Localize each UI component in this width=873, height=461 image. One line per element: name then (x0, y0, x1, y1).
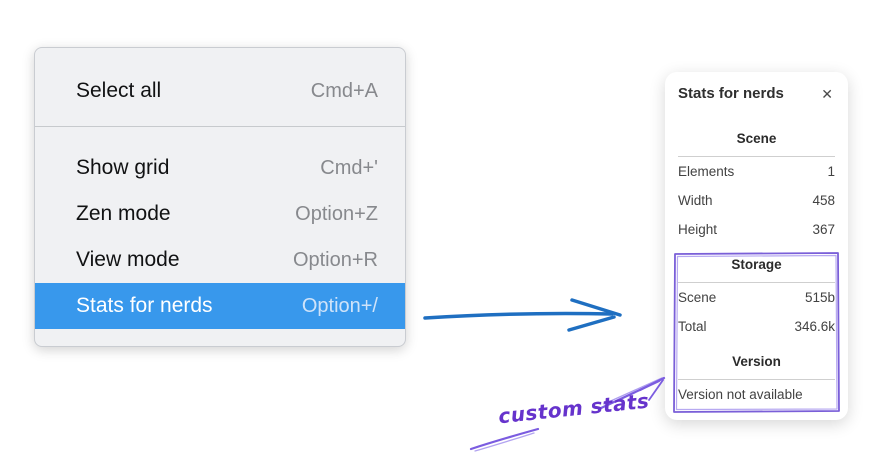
menu-item-label: Zen mode (76, 202, 171, 225)
menu-item-label: Stats for nerds (76, 294, 213, 317)
menu-item-shortcut: Cmd+A (310, 79, 378, 102)
scene-section-heading: Scene (736, 131, 777, 146)
menu-item-view-mode[interactable]: View mode Option+R (35, 237, 405, 283)
menu-item-shortcut: Option+Z (295, 202, 378, 225)
stat-row-storage-scene: Scene 515b (678, 283, 835, 312)
version-section-heading: Version (732, 354, 781, 369)
stat-label: Total (678, 319, 707, 334)
pointer-arrow (423, 298, 622, 332)
stat-row-elements: Elements 1 (678, 157, 835, 186)
menu-item-label: View mode (76, 248, 180, 271)
storage-section-heading: Storage (731, 257, 782, 272)
stats-for-nerds-panel: Stats for nerds ✕ Scene Elements 1 Width… (665, 72, 848, 420)
version-note: Version not available (678, 387, 803, 402)
section-divider (678, 156, 835, 157)
context-menu: Select all Cmd+A Show grid Cmd+' Zen mod… (34, 47, 406, 347)
stat-value: 458 (812, 193, 835, 208)
stat-row-storage-total: Total 346.6k (678, 312, 835, 341)
stat-value: 1 (827, 164, 835, 179)
stat-label: Width (678, 193, 713, 208)
menu-item-shortcut: Option+R (292, 248, 378, 271)
panel-title: Stats for nerds (678, 85, 784, 102)
stat-value: 346.6k (794, 319, 835, 334)
menu-item-show-grid[interactable]: Show grid Cmd+' (35, 145, 405, 191)
stat-label: Scene (678, 290, 717, 305)
menu-item-label: Show grid (76, 156, 170, 179)
menu-item-zen-mode[interactable]: Zen mode Option+Z (35, 191, 405, 237)
menu-item-select-all[interactable]: Select all Cmd+A (35, 68, 405, 114)
menu-item-stats-for-nerds[interactable]: Stats for nerds Option+/ (35, 283, 405, 329)
stat-row-width: Width 458 (678, 186, 835, 215)
stat-row-height: Height 367 (678, 215, 835, 244)
stat-label: Height (678, 222, 718, 237)
panel-title-row: Stats for nerds ✕ (678, 84, 835, 104)
custom-stats-annotation-label: custom stats (497, 388, 651, 429)
stat-value: 515b (804, 290, 835, 305)
stat-label: Elements (678, 164, 735, 179)
menu-divider (35, 126, 405, 127)
close-icon[interactable]: ✕ (821, 86, 833, 102)
menu-item-shortcut: Option+/ (301, 294, 378, 317)
menu-item-label: Select all (76, 79, 162, 102)
menu-item-shortcut: Cmd+' (320, 156, 378, 179)
stat-value: 367 (812, 222, 835, 237)
